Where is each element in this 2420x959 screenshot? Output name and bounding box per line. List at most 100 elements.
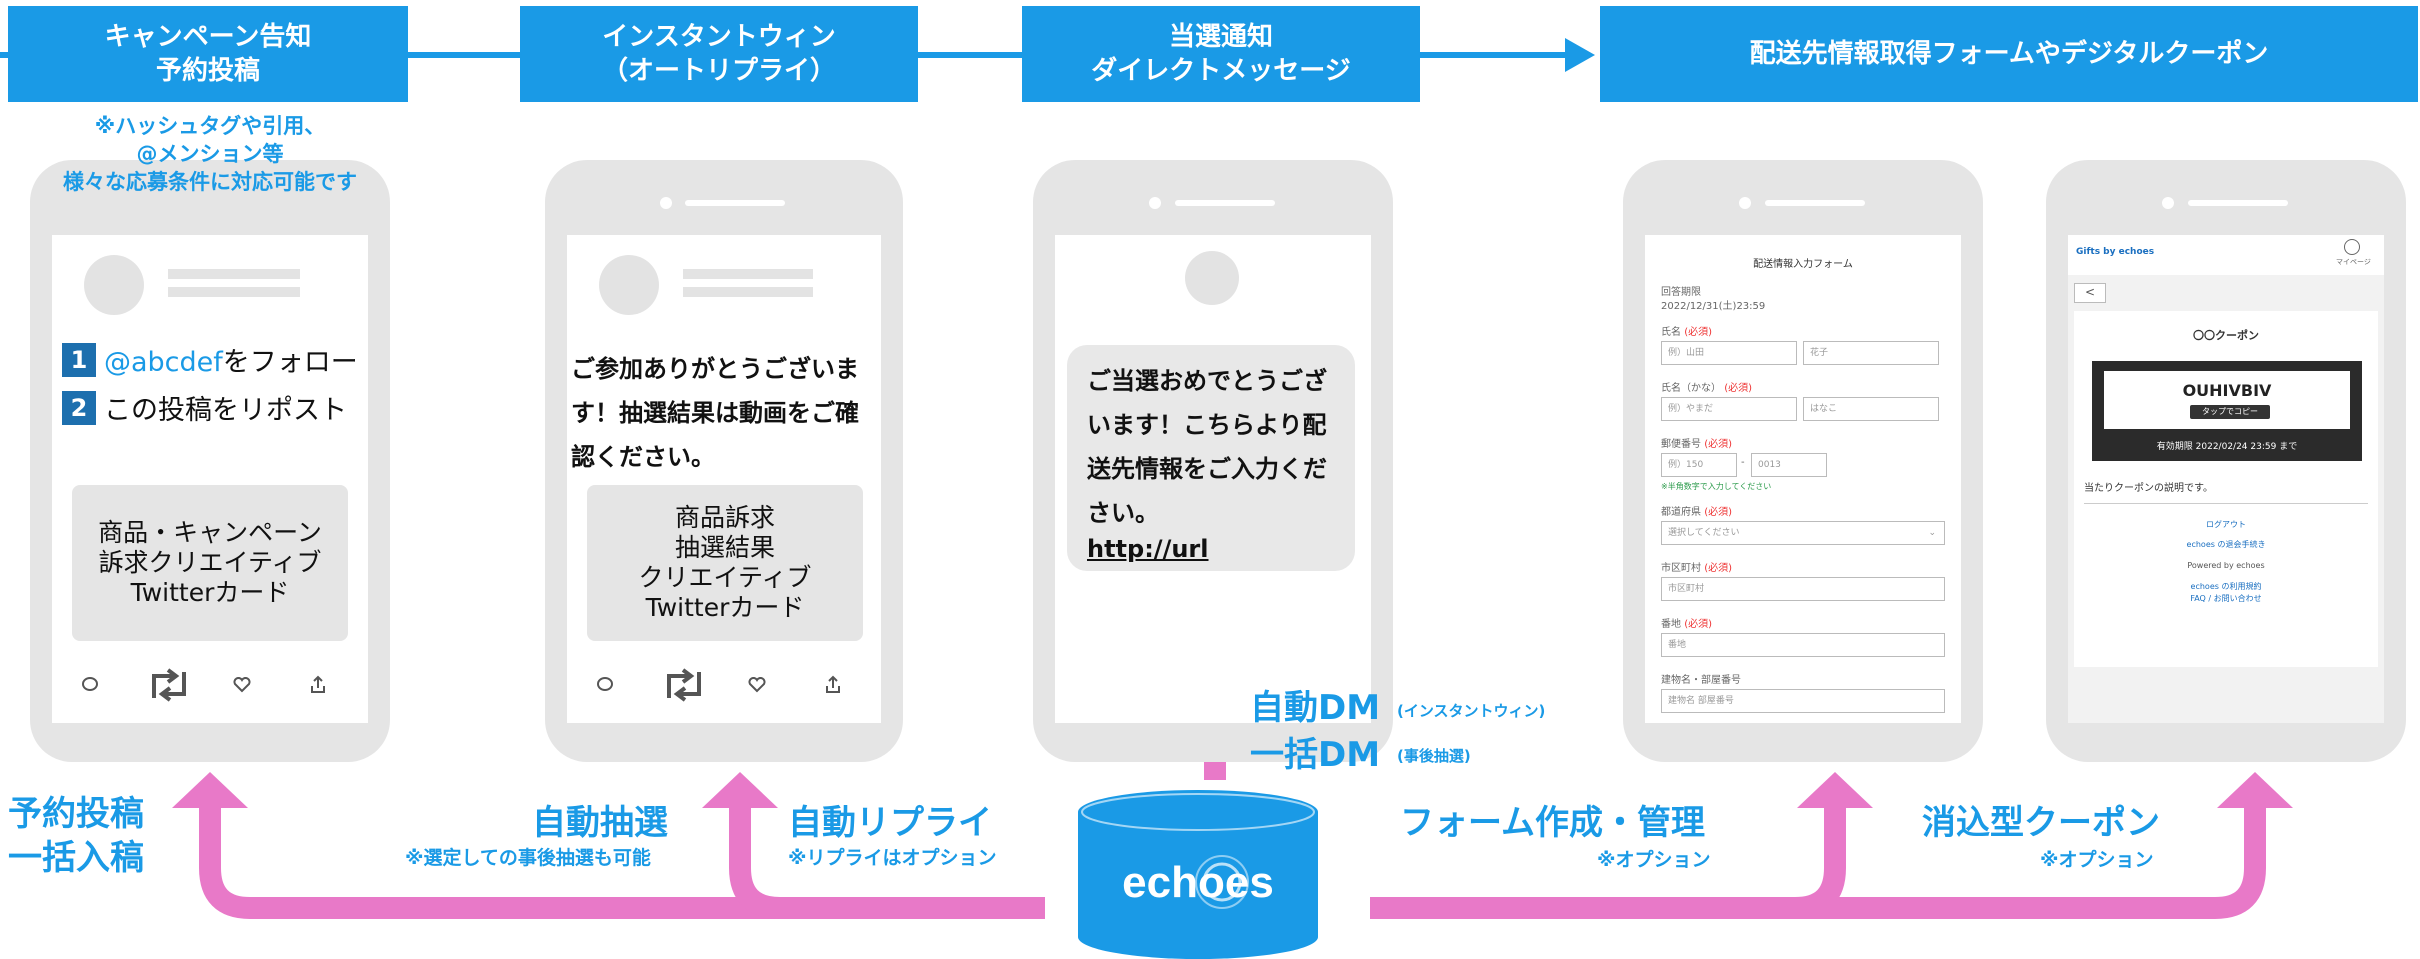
avatar [599,255,659,315]
auto-reply-text: ご参加ありがとうございます！抽選結果は動画をご確認ください。 [571,355,859,471]
first-name-input[interactable]: 花子 [1803,341,1939,365]
back-button[interactable]: < [2074,283,2106,303]
reply-icon[interactable] [78,673,102,697]
phone2-camera [660,197,672,209]
name-placeholder [168,269,300,279]
echoes-logo: echoes [1078,790,1318,959]
label-reserve-post: 予約投稿 一括入稿 [8,794,144,878]
phone2-speaker [685,200,785,206]
last-kana-input[interactable]: 例）やまだ [1661,397,1797,421]
header-form-coupon: 配送先情報取得フォームやデジタルクーポン [1600,6,2418,102]
form-title: 配送情報入力フォーム [1753,259,1853,270]
first-kana-input[interactable]: はなこ [1803,397,1939,421]
coupon-title: 〇〇クーポン [2193,329,2259,342]
handle-placeholder [683,287,813,297]
building-label: 建物名・部屋番号 [1661,675,1741,686]
phone3-speaker [1175,200,1275,206]
flow-to-phone2 [729,800,1045,919]
phone5-camera [2162,197,2174,209]
kana-label: 氏名（かな） (必須) [1661,383,1752,394]
zip-label: 郵便番号 (必須) [1661,439,1732,450]
zip-hint: ※半角数字で入力してください [1661,482,1772,491]
twitter-card[interactable]: 商品・キャンペーン 訴求クリエイティブ Twitterカード [72,485,348,641]
address-label: 番地 (必須) [1661,619,1712,630]
step1-text: をフォロー [222,347,358,378]
phone-form: 配送情報入力フォーム 回答期限 2022/12/31(土)23:59 氏名 (必… [1623,160,1983,762]
name-label: 氏名 (必須) [1661,327,1712,338]
phone3-camera [1149,197,1161,209]
share-icon[interactable] [821,671,845,697]
phone4-screen: 配送情報入力フォーム 回答期限 2022/12/31(土)23:59 氏名 (必… [1645,235,1961,723]
dm-url-link[interactable]: http://url [1087,535,1209,563]
reply-icon[interactable] [593,673,617,697]
label-auto-lottery-note: ※選定しての事後抽選も可能 [405,847,651,869]
city-input[interactable]: 市区町村 [1661,577,1945,601]
last-name-input[interactable]: 例）山田 [1661,341,1797,365]
step2-text: この投稿をリポスト [104,395,347,426]
label-coupon-note: ※オプション [2040,849,2154,871]
arrowhead-phone2 [702,772,778,808]
like-icon[interactable] [745,673,769,697]
zip-input-1[interactable]: 例）150 [1661,453,1737,477]
copy-button[interactable]: タップでコピー [2190,405,2270,419]
echoes-wordmark: echoes [1122,858,1274,907]
label-form-management: フォーム作成・管理 [1400,803,1705,843]
faq-link[interactable]: FAQ / お問い合わせ [2190,594,2262,603]
deadline-value: 2022/12/31(土)23:59 [1661,301,1766,312]
handle-placeholder [168,287,300,297]
flow-to-phone1 [199,800,1045,919]
label-bulk-dm-note: (事後抽選) [1397,747,1471,765]
arrowhead-phone4 [1797,772,1873,808]
address-input[interactable]: 番地 [1661,633,1945,657]
retweet-icon[interactable] [659,665,709,705]
arrowhead-phone1 [172,772,248,808]
logout-link[interactable]: ログアウト [2206,520,2246,529]
coupon-topbar: Gifts by echoes マイページ [2068,235,2384,275]
step1-handle[interactable]: @abcdef [104,347,223,378]
label-auto-dm-note: (インスタントウィン) [1397,702,1546,720]
header-campaign: キャンペーン告知 予約投稿 [8,6,408,102]
dm-bubble: ご当選おめでとうございます！こちらより配送先情報をご入力ください。 http:/… [1067,345,1355,571]
pref-label: 都道府県 (必須) [1661,507,1732,518]
twitter-card[interactable]: 商品訴求 抽選結果 クリエイティブ Twitterカード [587,485,863,641]
phone3-screen: ご当選おめでとうございます！こちらより配送先情報をご入力ください。 http:/… [1055,235,1371,723]
chevron-down-icon: ⌄ [1928,528,1936,538]
phone-dm: ご当選おめでとうございます！こちらより配送先情報をご入力ください。 http:/… [1033,160,1393,762]
pink-flow-paths [199,705,2266,919]
coupon-expiry: 有効期限 2022/02/24 23:59 まで [2156,442,2298,452]
coupon-description: 当たりクーポンの説明です。 [2084,483,2213,494]
label-auto-reply-note: ※リプライはオプション [788,847,997,869]
arrowhead-phone5 [2217,772,2293,808]
step1-number: 1 [62,342,96,377]
share-icon[interactable] [306,671,330,697]
coupon-code: OUHIVBIV [2182,381,2272,400]
flow-to-phone5 [1370,800,2266,919]
deadline-label: 回答期限 [1661,287,1701,298]
step1-row: 1 @abcdefをフォロー [62,340,358,379]
dm-text: ご当選おめでとうございます！こちらより配送先情報をご入力ください。 [1087,367,1327,527]
avatar [1185,251,1239,305]
like-icon[interactable] [230,673,254,697]
phone4-camera [1739,197,1751,209]
step2-row: 2 この投稿をリポスト [62,388,347,427]
retweet-icon[interactable] [144,665,194,705]
coupon-code-box: OUHIVBIV タップでコピー 有効期限 2022/02/24 23:59 ま… [2092,361,2362,461]
phone2-screen: ご参加ありがとうございます！抽選結果は動画をご確認ください。 商品訴求 抽選結果… [567,235,881,723]
divider [2084,503,2368,504]
phone5-screen: Gifts by echoes マイページ < 〇〇クーポン OUHIVBIV … [2068,235,2384,723]
phone4-speaker [1765,200,1865,206]
prefecture-select[interactable]: 選択してください⌄ [1661,521,1945,545]
label-bulk-dm: 一括DM [1250,735,1381,775]
header-instant-win: インスタントウィン （オートリプライ） [520,6,918,102]
zip-input-2[interactable]: 0013 [1751,453,1827,477]
terms-link[interactable]: echoes の利用規約 [2190,582,2262,591]
user-icon[interactable] [2344,239,2360,255]
step2-number: 2 [62,390,96,425]
withdraw-link[interactable]: echoes の退会手続き [2186,540,2266,549]
mypage-label[interactable]: マイページ [2336,258,2371,266]
phone-campaign: 1 @abcdefをフォロー 2 この投稿をリポスト 商品・キャンペーン 訴求ク… [30,160,390,762]
phone5-speaker [2188,200,2288,206]
powered-by: Powered by echoes [2187,561,2265,570]
building-input[interactable]: 建物名 部屋番号 [1661,689,1945,713]
label-auto-lottery: 自動抽選 [532,803,668,843]
